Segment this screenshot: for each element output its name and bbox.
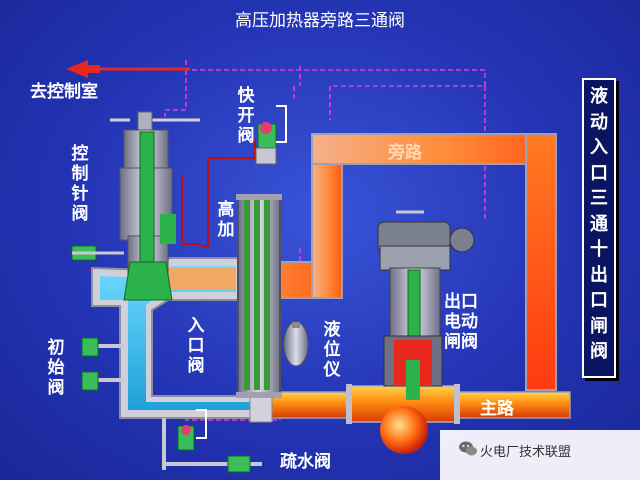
quick-open-valve-label: 快开阀 [237,86,255,146]
inlet-valve-label: 入口阀 [187,316,205,376]
wechat-icon [459,441,477,456]
bypass-label: 旁路 [388,143,422,163]
control-room-arrow [66,60,190,78]
right-panel-label: 液动入口三通十出口闸阀 [582,78,616,378]
drain-valve-label: 疏水阀 [280,452,331,472]
hp-heater [236,194,282,398]
initial-valves [71,245,124,391]
main-line-label: 主路 [480,399,514,419]
quick-open-valve [255,105,287,165]
pilot-valve-label: 控制针阀 [71,144,89,224]
initial-valve-label: 初始阀 [47,338,65,398]
drain-valve [162,409,262,473]
level-gauge [283,321,309,367]
watermark-text: 火电厂技术联盟 [480,445,572,460]
level-gauge-label: 液位仪 [323,320,341,380]
pilot-valve-assembly [110,111,200,301]
hp-heater-label: 高加 [217,200,235,240]
outlet-gate-valve [377,210,475,400]
diagram-title: 高压加热器旁路三通阀 [235,11,405,31]
arrow-head [66,60,88,78]
outlet-electric-valve-label: 出口电动闸阀 [444,292,478,352]
to-control-room-label: 去控制室 [30,82,98,102]
